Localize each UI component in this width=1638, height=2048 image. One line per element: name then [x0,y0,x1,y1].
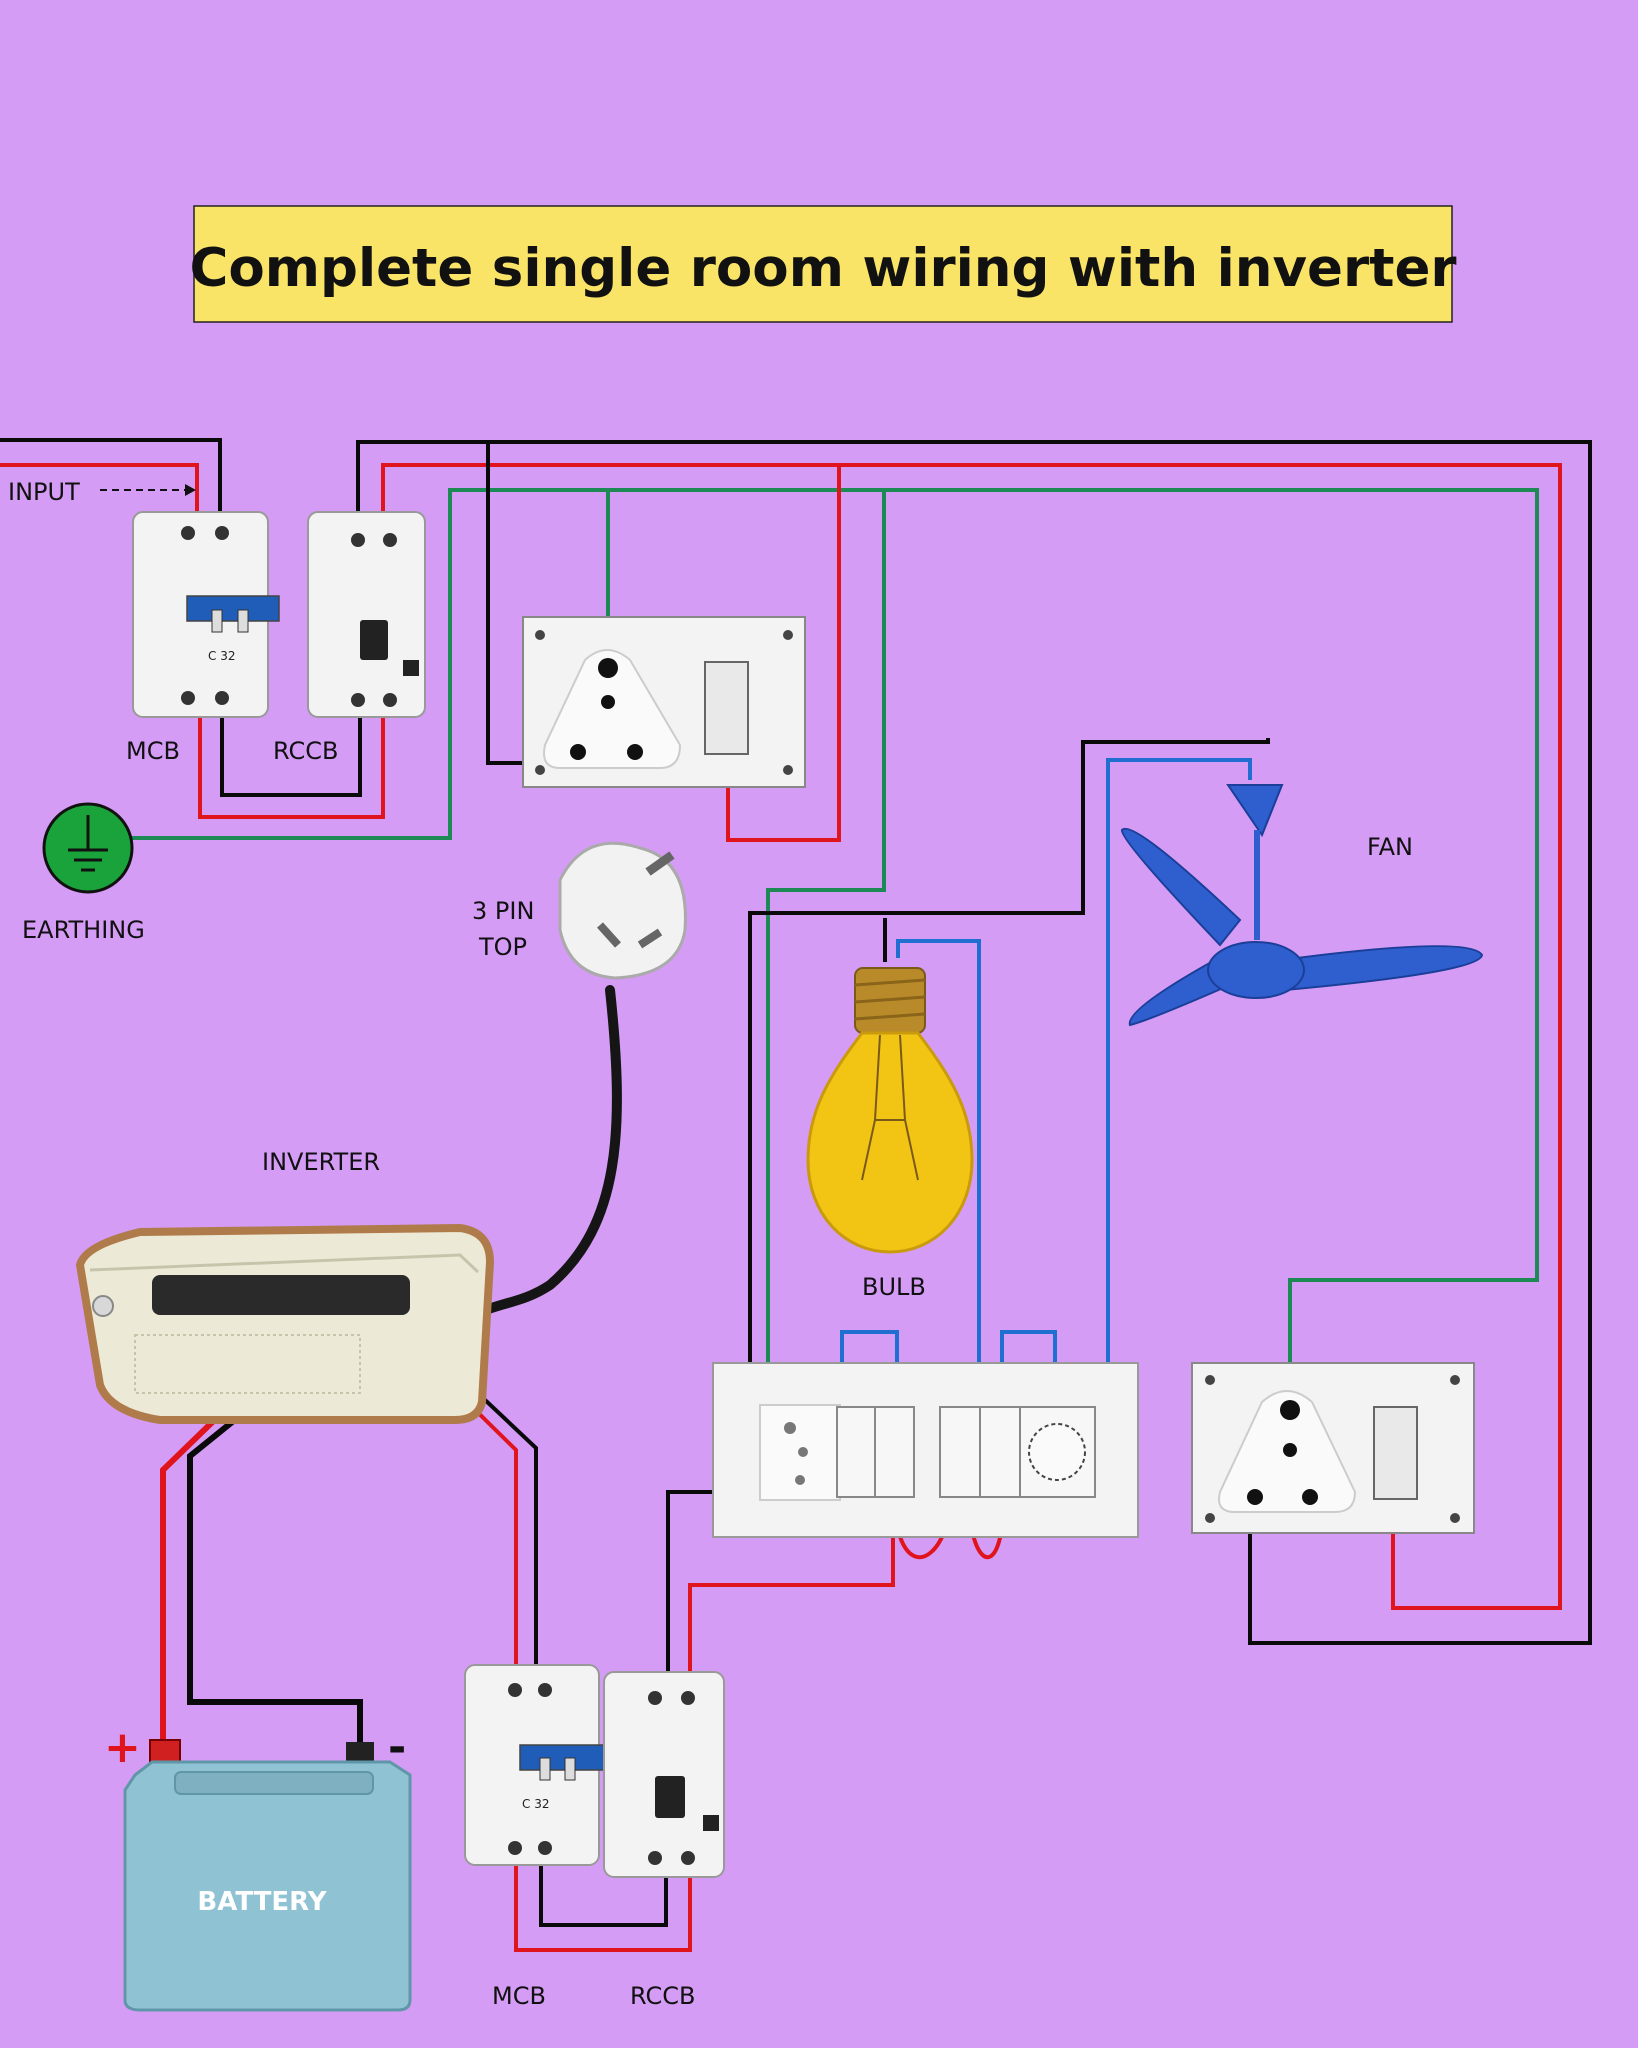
earth-icon [42,802,134,894]
battery-label: BATTERY [197,1887,327,1917]
switch-icon-2 [1373,1406,1418,1500]
rccb-top [307,511,426,718]
rccb-icon-2 [603,1671,725,1878]
socket-board-2 [1191,1362,1475,1534]
mcb-bottom-rating: C 32 [522,1797,549,1811]
input-label: INPUT [8,478,80,506]
mcb-top-label: MCB [126,737,180,765]
bulb-label: BULB [862,1273,926,1301]
battery-minus-sign: - [388,1722,406,1773]
socket-icon [543,649,682,769]
plug-label-line1: 3 PIN [472,897,534,925]
rccb-bottom-label: RCCB [630,1982,695,2010]
switch-icon [704,661,749,755]
inverter-label: INVERTER [262,1148,380,1176]
socket-board-1 [522,616,806,788]
title-banner: Complete single room wiring with inverte… [189,205,1457,323]
rccb-icon [307,511,426,718]
plug-icon [558,841,687,980]
fan-label: FAN [1367,833,1413,861]
switchboard [712,1362,1139,1538]
mcb-bottom-label: MCB [492,1982,546,2010]
mcb-top-rating: C 32 [208,649,235,663]
mcb-bottom: C 32 [464,1664,611,1866]
fan-icon [1121,784,1484,1027]
rccb-bottom [603,1671,725,1878]
inverter-icon [75,1223,495,1424]
mcb-top: C 32 [132,511,280,718]
plug-cable [465,985,622,1323]
plug-label-line2: TOP [478,933,527,961]
battery-icon: BATTERY [123,1739,412,2012]
title-box [193,205,1453,323]
rccb-top-label: RCCB [273,737,338,765]
earthing-label: EARTHING [22,916,145,944]
diagram-title: Complete single room wiring with inverte… [189,238,1456,299]
battery-plus-sign: + [104,1722,141,1773]
input-arrow-head [185,484,196,496]
bulb-icon [806,967,974,1254]
